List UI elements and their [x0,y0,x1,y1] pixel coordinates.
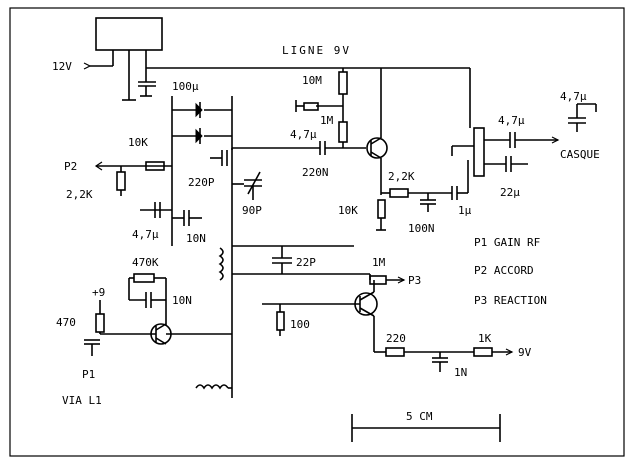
label-scale: 5 CM [406,410,433,423]
label-4u7-right: 4,7µ [498,114,525,127]
label-220: 220 [386,332,406,345]
label-22p: 22P [296,256,316,269]
label-10m: 10M [302,74,322,87]
label-9v: 9V [518,346,532,359]
legend-p2: P2 ACCORD [474,264,534,277]
label-10k-left: 10K [128,136,148,149]
label-220p: 220P [188,176,215,189]
label-2k2-right: 2,2K [388,170,415,183]
label-90p: 90P [242,204,262,217]
label-470: 470 [56,316,76,329]
label-470k: 470K [132,256,159,269]
label-10n-bottom: 10N [172,294,192,307]
legend-p1: P1 GAIN RF [474,236,540,249]
label-1m-p3: 1M [372,256,386,269]
label-4u7-top-right: 4,7µ [560,90,587,103]
label-ligne-9v: LIGNE 9V [282,44,351,57]
label-1k: 1K [478,332,492,345]
label-1n: 1N [454,366,467,379]
label-casque: CASQUE [560,148,600,161]
label-100u: 100µ [172,80,199,93]
label-4u7-left: 4,7µ [132,228,159,241]
label-p3: P3 [408,274,421,287]
label-22u: 22µ [500,186,520,199]
label-100n: 100N [408,222,435,235]
label-10k-mid: 10K [338,204,358,217]
legend-p3: P3 REACTION [474,294,547,307]
label-plus9: +9 [92,286,105,299]
label-p2: P2 [64,160,77,173]
label-2k2-left: 2,2K [66,188,93,201]
border-frame [9,7,625,457]
regulator-block [95,17,163,51]
transistor-t1 [366,137,388,159]
label-via-l1: VIA L1 [62,394,102,407]
label-4u7-mid: 4,7µ [290,128,317,141]
label-10n-left: 10N [186,232,206,245]
label-220n: 220N [302,166,329,179]
label-12v: 12V [52,60,72,73]
audio-ic [473,127,485,177]
label-1u: 1µ [458,204,472,217]
label-100: 100 [290,318,310,331]
label-p1: P1 [82,368,95,381]
label-1m-top: 1M [320,114,334,127]
coil-l1 [218,247,224,281]
